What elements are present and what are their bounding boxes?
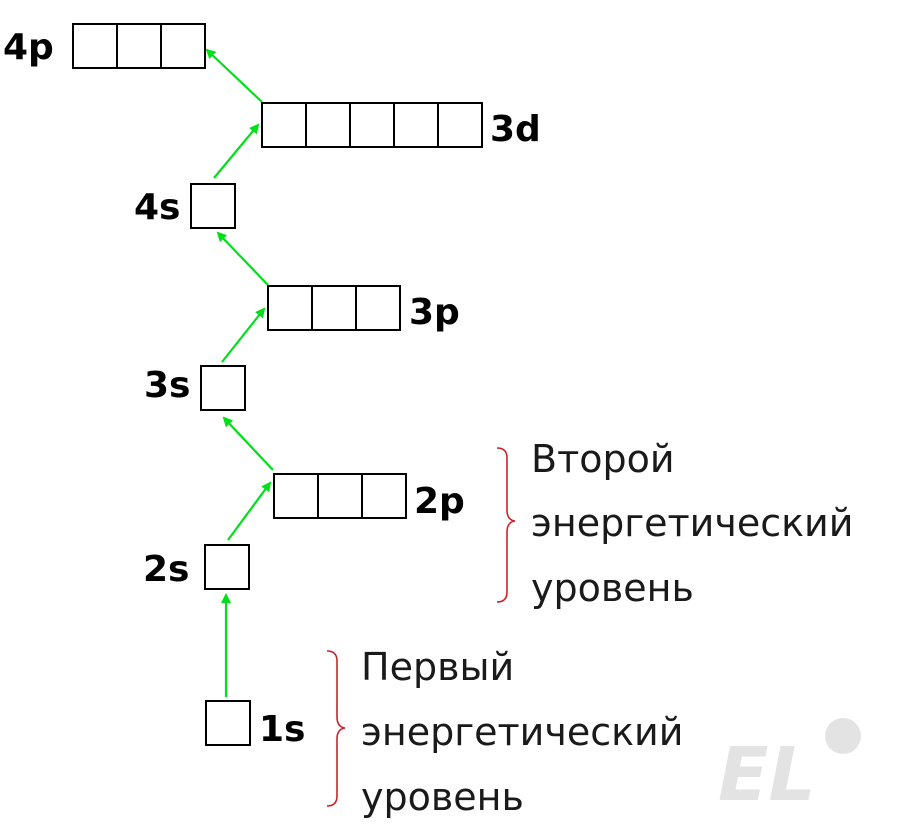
arrow-4s-to-3d: [213, 123, 260, 179]
orbital-cell: [72, 23, 118, 69]
orbital-cell: [317, 473, 363, 519]
orbital-cell: [116, 23, 162, 69]
orbital-label-3p: 3p: [409, 292, 460, 333]
orbital-4p: 4p: [3, 23, 206, 69]
orbital-cell: [393, 102, 439, 148]
orbital-cell: [204, 544, 250, 590]
arrow-2s-to-2p: [227, 481, 272, 541]
orbital-1s: 1s: [205, 700, 305, 750]
brace-first-level: [326, 650, 346, 807]
orbital-cell: [437, 102, 483, 148]
brace-second-level: [496, 447, 516, 603]
orbital-cell: [305, 102, 351, 148]
orbital-label-2p: 2p: [414, 481, 465, 522]
level-first-line-3: уровень: [361, 775, 524, 819]
orbital-cell: [361, 473, 407, 519]
arrow-3s-to-3p: [221, 307, 266, 363]
orbital-label-2s: 2s: [143, 549, 189, 590]
orbital-cell: [355, 285, 401, 331]
orbital-label-1s: 1s: [259, 709, 305, 750]
arrow-2p-to-3s: [222, 416, 274, 471]
orbital-label-4p: 4p: [3, 27, 54, 68]
orbital-cell: [267, 285, 313, 331]
filling-order-arrows: [205, 48, 274, 697]
orbital-cell: [273, 473, 319, 519]
orbital-2p: 2p: [273, 473, 465, 522]
level-label-first: Первый энергетический уровень: [361, 645, 683, 819]
orbital-cell: [349, 102, 395, 148]
orbital-cell: [200, 365, 246, 411]
level-first-line-1: Первый: [361, 645, 514, 689]
orbital-2s: 2s: [143, 544, 250, 590]
orbital-cell: [190, 183, 236, 229]
level-second-line-1: Второй: [531, 437, 675, 481]
orbital-3p: 3p: [267, 285, 460, 333]
orbital-cell: [261, 102, 307, 148]
level-second-line-3: уровень: [531, 566, 694, 610]
arrow-3p-to-4s: [216, 231, 269, 286]
watermark-logo: EL: [718, 718, 861, 818]
orbital-4s: 4s: [134, 183, 236, 229]
orbital-cell: [205, 700, 251, 746]
watermark-text: EL: [718, 732, 816, 818]
level-second-line-2: энергетический: [531, 501, 853, 545]
orbital-label-3d: 3d: [490, 109, 541, 150]
level-label-second: Второй энергетический уровень: [531, 437, 853, 610]
orbital-label-3s: 3s: [144, 365, 190, 406]
orbital-label-4s: 4s: [134, 187, 180, 228]
orbital-cell: [311, 285, 357, 331]
level-first-line-2: энергетический: [361, 710, 683, 754]
orbital-3s: 3s: [144, 365, 246, 411]
orbital-cell: [160, 23, 206, 69]
arrow-3d-to-4p: [205, 48, 263, 103]
watermark-dot: [825, 718, 861, 754]
orbital-3d: 3d: [261, 102, 541, 150]
